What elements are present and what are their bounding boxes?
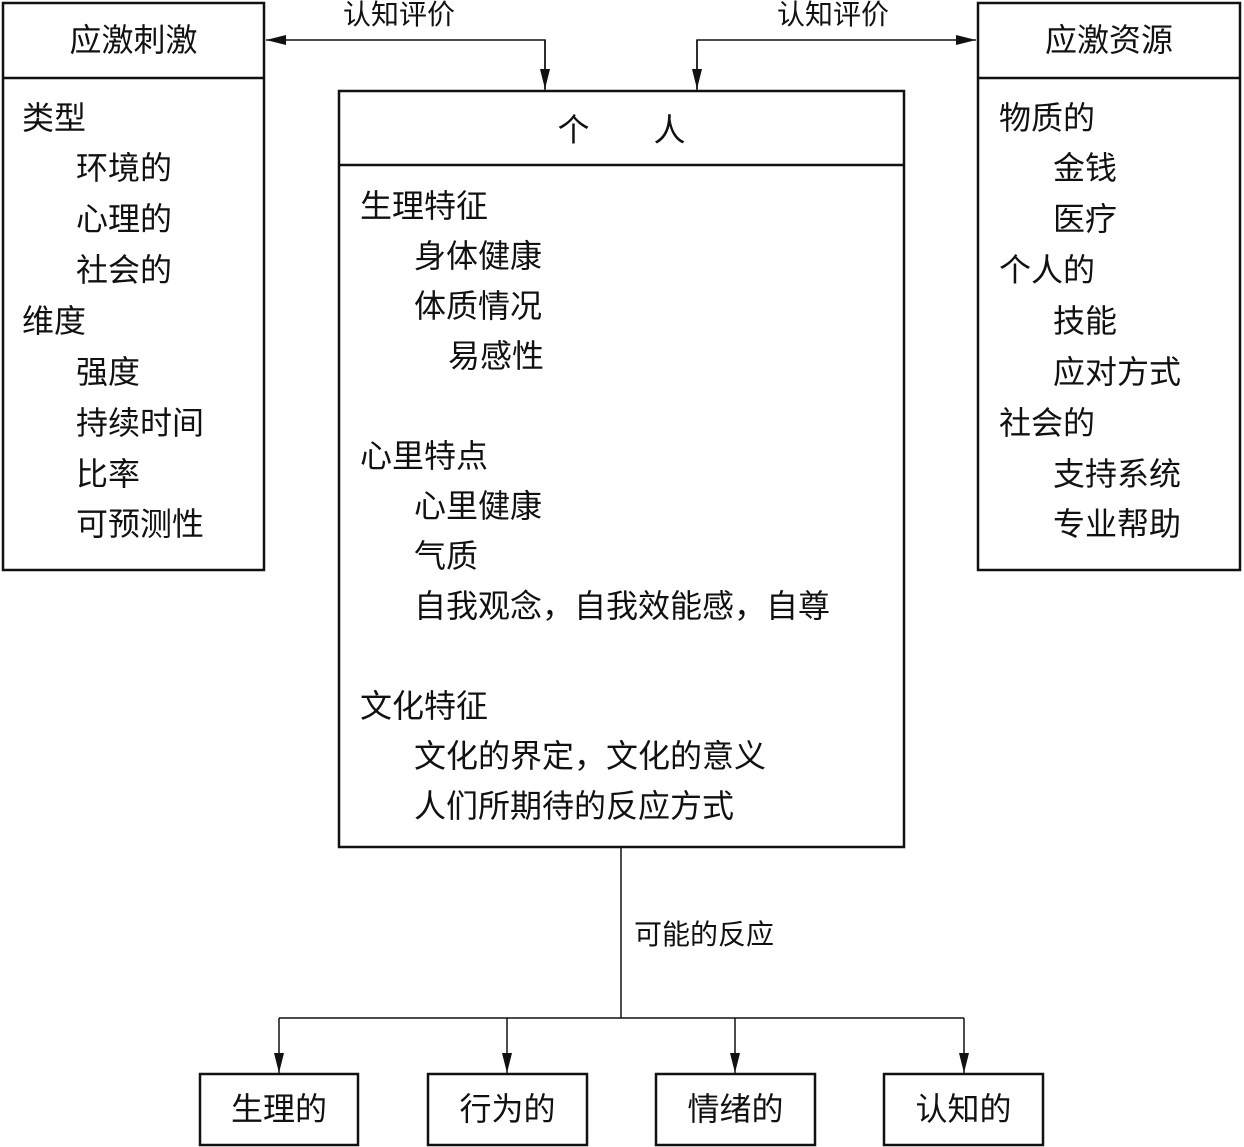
stimulus-title: 应激刺激 [69,21,198,59]
response-behavioral: 行为的 [459,1090,556,1128]
resource-item: 社会的 [999,404,1096,442]
response-cognitive: 认知的 [915,1090,1012,1128]
individual-item: 心里健康 [414,487,543,525]
stimulus-item: 类型 [22,99,87,137]
response-physiological: 生理的 [230,1090,327,1128]
stimulus-item: 比率 [76,455,141,493]
stimulus-item: 环境的 [76,149,173,187]
resource-item: 技能 [1053,302,1118,340]
individual-item: 心里特点 [360,437,489,475]
resource-item: 医疗 [1053,200,1118,238]
individual-item: 气质 [414,537,479,575]
individual-item: 人们所期待的反应方式 [414,787,735,825]
stimulus-item: 心理的 [76,200,173,238]
individual-title: 个 人 [557,111,686,149]
stimulus-item: 社会的 [76,251,173,289]
resources-title: 应激资源 [1044,21,1173,59]
individual-item: 文化的界定，文化的意义 [414,737,767,775]
left-appraisal-label: 认知评价 [343,0,456,31]
stimulus-item: 持续时间 [76,404,205,442]
stimulus-box [1,1,266,572]
resource-item: 专业帮助 [1053,505,1182,543]
individual-item: 身体健康 [414,237,543,275]
individual-item: 文化特征 [360,687,489,725]
possible-response-label: 可能的反应 [634,918,775,951]
stimulus-item: 可预测性 [76,505,205,543]
response-emotional: 情绪的 [687,1090,784,1128]
resources-box [976,1,1242,572]
individual-box [337,89,906,849]
right-appraisal-label: 认知评价 [777,0,890,31]
resource-item: 物质的 [999,99,1096,137]
individual-item: 易感性 [448,337,545,375]
resource-item: 应对方式 [1053,353,1182,391]
stimulus-item: 强度 [76,353,141,391]
stimulus-item: 维度 [22,302,87,340]
individual-item: 生理特征 [360,187,489,225]
resource-item: 个人的 [999,251,1096,289]
resource-item: 金钱 [1053,149,1118,187]
individual-item: 体质情况 [414,287,543,325]
resource-item: 支持系统 [1053,455,1182,493]
individual-item: 自我观念，自我效能感，自尊 [414,587,831,625]
